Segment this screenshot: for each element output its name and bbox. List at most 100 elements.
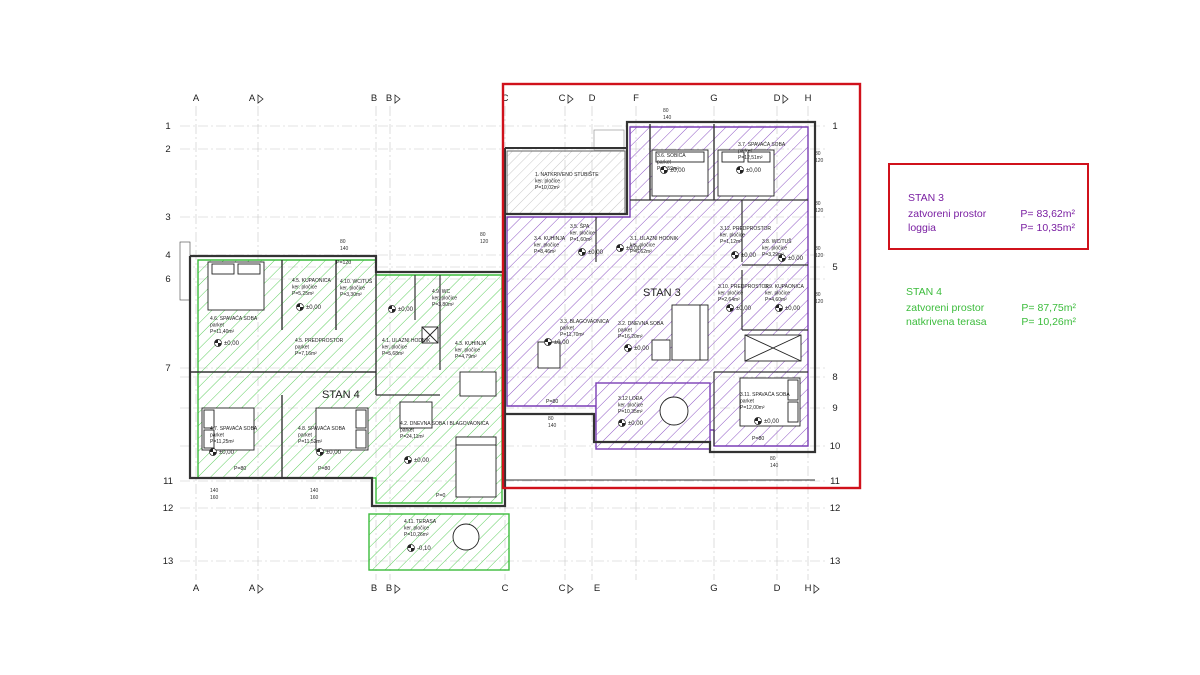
level-value: ±0,00 [670, 168, 686, 174]
svg-text:80: 80 [815, 151, 821, 157]
level-marker: ±0,00 [578, 248, 604, 256]
level-marker: ±0,00 [660, 166, 686, 174]
grid-marker-icon [394, 584, 401, 594]
stan-3-legend-title: STAN 3 [908, 192, 944, 204]
level-marker-fill [578, 248, 586, 256]
grid-column-label-bottom: E [594, 583, 600, 594]
room-label-line: P=3,80m² [432, 302, 454, 308]
level-marker: ±0,00 [775, 304, 801, 312]
svg-text:160: 160 [210, 495, 219, 501]
level-marker: ±0,00 [209, 448, 235, 456]
room-label-line: 4.3. KUHINJA [455, 341, 487, 347]
grid-row-label-right: 10 [830, 441, 841, 452]
room-label-line: P=10,02m² [535, 185, 560, 191]
grid-column-label-bottom: G [710, 583, 717, 594]
grid-row-label-right: 13 [830, 556, 841, 567]
room-label-line: ker. pločice [762, 246, 787, 252]
level-value: -0,10 [417, 546, 431, 552]
level-marker: ±0,00 [736, 166, 762, 174]
svg-text:120: 120 [815, 253, 824, 259]
grid-row-label-left: 2 [165, 144, 170, 155]
room-label-line: P=7,16m² [295, 351, 317, 357]
room-label-line: P=6,62m² [630, 249, 652, 255]
level-marker-fill [404, 456, 412, 464]
room-label-line: P=5,25m² [292, 291, 314, 297]
level-marker-fill [407, 544, 415, 552]
svg-text:80: 80 [815, 201, 821, 207]
room-label-line: parket [210, 323, 225, 329]
parapet-label: P=80 [752, 436, 764, 442]
room-label-line: ker. pločice [455, 348, 480, 354]
level-marker: ±0,00 [778, 254, 804, 262]
room-label-line: 3.9. KUPAONICA [765, 284, 804, 290]
grid-column-label-top: A [249, 93, 256, 104]
room-label-line: 3.2. DNEVNA SOBA [618, 321, 664, 327]
grid-column-label-bottom: C [502, 583, 509, 594]
room-label-line: parket [618, 328, 633, 334]
level-value: ±0,00 [628, 421, 644, 427]
room-label-line: parket [560, 326, 575, 332]
room-label-line: 4.5. PREDPROSTOR [295, 338, 344, 344]
parapet-label: P=120 [336, 260, 351, 266]
room-label-line: parket [740, 399, 755, 405]
level-marker: ±0,00 [544, 338, 570, 346]
room-label-line: parket [738, 149, 753, 155]
room-label-line: P=5,68m² [382, 351, 404, 357]
svg-text:140: 140 [663, 115, 672, 121]
stan-4-terrace-label: natkrivena terasa [906, 316, 987, 328]
room-label-line: P=3,30m² [340, 292, 362, 298]
room-label-line: P=1,12m² [720, 239, 742, 245]
room-label-line: 3.10. PREDPROSTOR [718, 284, 769, 290]
svg-text:120: 120 [480, 239, 489, 245]
svg-text:120: 120 [815, 208, 824, 214]
svg-text:140: 140 [310, 488, 319, 494]
grid-column-label-top: A [193, 93, 200, 104]
room-label-line: ker. pločice [535, 179, 560, 185]
level-value: ±0,00 [626, 246, 642, 252]
level-marker: ±0,00 [404, 456, 430, 464]
room-label-line: parket [210, 433, 225, 439]
svg-text:80: 80 [815, 292, 821, 298]
level-marker: -0,10 [407, 544, 431, 552]
room-label-line: 4.9. WC [432, 289, 450, 295]
stan-4-terrace-value: P= 10,26m² [1021, 316, 1076, 328]
grid-row-label-left: 3 [165, 212, 170, 223]
level-marker-fill [731, 251, 739, 259]
grid-column-label-bottom: B [386, 583, 392, 594]
stan-4-room-label: 4.2. DNEVNA SOBA I BLAGOVAONICAparketP=2… [400, 421, 489, 440]
room-label-line: P=2,64m² [718, 297, 740, 303]
room-label-line: 4.2. DNEVNA SOBA I BLAGOVAONICA [400, 421, 489, 427]
parapet-label: P=80 [234, 466, 246, 472]
level-marker-fill [754, 417, 762, 425]
level-marker: ±0,00 [731, 251, 757, 259]
grid-row-label-right: 11 [830, 476, 840, 487]
level-value: ±0,00 [634, 346, 650, 352]
level-value: ±0,00 [219, 450, 235, 456]
grid-column-label-top: G [710, 93, 717, 104]
room-label-line: 3.7. SPAVAĆA SOBA [738, 141, 786, 148]
room-label-line: 3.8. WC/TUŠ [762, 238, 792, 245]
svg-text:160: 160 [310, 495, 319, 501]
room-label-line: parket [400, 428, 415, 434]
room-label-line: 4.10. WC/TUŠ [340, 278, 373, 285]
grid-row-label-left: 11 [163, 476, 173, 487]
room-label-line: P=4,60m² [765, 297, 787, 303]
stan-3-closed-area-label: zatvoreni prostor [908, 208, 987, 220]
level-marker-fill [214, 339, 222, 347]
grid-column-label-top: F [633, 93, 639, 104]
room-label-line: 4.11. TERASA [404, 519, 437, 525]
grid-row-label-right: 9 [832, 403, 837, 414]
